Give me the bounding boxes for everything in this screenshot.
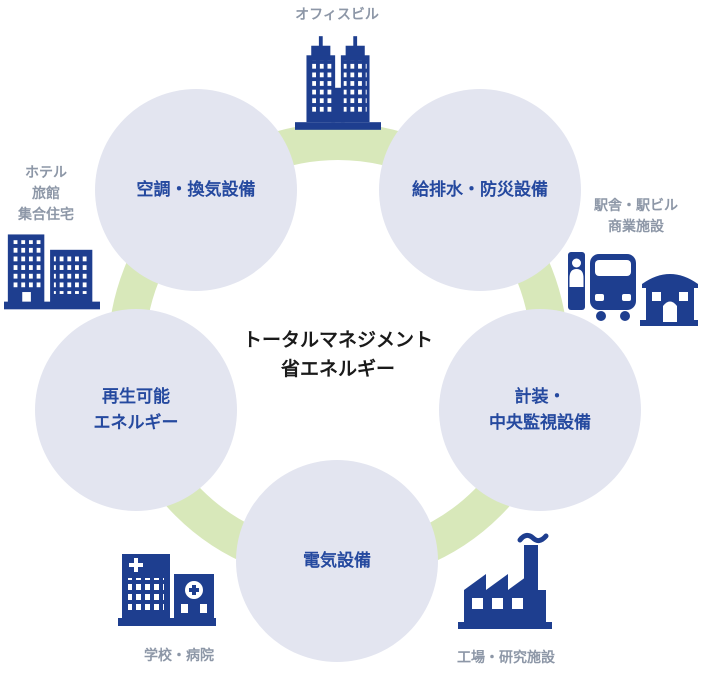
school-hospital-icon <box>118 554 216 626</box>
node-electrical: 電気設備 <box>236 460 438 662</box>
node-renew-label: 再生可能 エネルギー <box>93 386 179 433</box>
facility-station-label: 駅舎・駅ビル 商業施設 <box>594 198 678 235</box>
hotel-ryokan-apartment-icon <box>4 234 100 310</box>
facility-school-hospital-label: 学校・病院 <box>144 648 214 664</box>
factory-icon <box>458 532 552 629</box>
facility-factory-label: 工場・研究施設 <box>457 650 555 666</box>
facility-hotel-label: ホテル 旅館 集合住宅 <box>18 165 74 223</box>
node-electric-label: 電気設備 <box>303 550 371 571</box>
facility-office-label: オフィスビル <box>295 7 379 23</box>
node-instrumentation-monitoring: 計装・ 中央監視設備 <box>439 309 641 511</box>
node-water-disaster: 給排水・防災設備 <box>379 89 581 291</box>
office-building-icon <box>295 36 381 130</box>
station-train-icon <box>568 252 698 326</box>
node-water-label: 給排水・防災設備 <box>412 179 548 200</box>
node-instr-label: 計装・ 中央監視設備 <box>489 386 591 433</box>
node-hvac-ventilation: 空調・換気設備 <box>95 89 297 291</box>
node-renewable-energy: 再生可能 エネルギー <box>35 309 237 511</box>
node-hvac-label: 空調・換気設備 <box>136 179 256 200</box>
center-title: トータルマネジメント 省エネルギー <box>242 329 433 381</box>
